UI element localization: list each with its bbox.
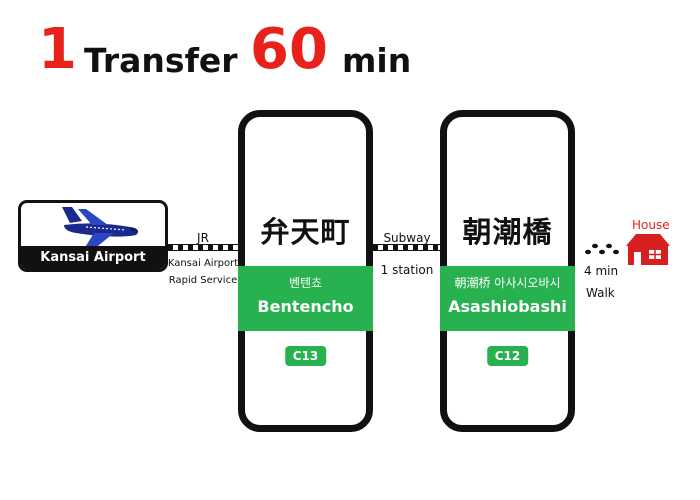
station-name-ja: 弁天町 (260, 215, 351, 249)
leg-subway-line: Subway (383, 231, 431, 245)
travel-time-value: 60 (250, 17, 328, 82)
station-name-ko: 벤텐쵸 (288, 276, 323, 290)
house-icon (626, 234, 670, 265)
footsteps-icon (585, 243, 619, 255)
station-name-band: 朝潮桥 아사시오바시 Asashiobashi (440, 266, 575, 331)
leg-subway-detail: 1 station (380, 263, 434, 277)
station-name-romaji: Bentencho (257, 297, 354, 316)
transfer-count: 1 (38, 17, 77, 82)
station-name-band: 벤텐쵸 Bentencho (238, 266, 373, 331)
walk-time: 4 min (584, 264, 619, 278)
station-code: C12 (486, 346, 529, 366)
origin-label: Kansai Airport (21, 246, 165, 269)
track-subway (373, 244, 441, 251)
track-jr (168, 244, 238, 251)
leg-jr-service-2: Rapid Service (168, 275, 238, 286)
travel-time-unit: min (342, 41, 412, 80)
transfer-label: Transfer (84, 41, 238, 80)
walk-mode: Walk (586, 286, 615, 300)
origin-card: Kansai Airport (18, 200, 168, 272)
destination-label: House (632, 218, 670, 232)
airplane-icon (62, 207, 138, 249)
leg-jr-line: JR (197, 231, 209, 245)
station-name-ko: 朝潮桥 아사시오바시 (454, 276, 561, 290)
station-code: C13 (284, 346, 327, 366)
station-asashiobashi: 朝潮橋 朝潮桥 아사시오바시 Asashiobashi C12 (440, 110, 575, 432)
leg-jr-service-1: Kansai Airport (167, 258, 239, 269)
station-name-romaji: Asashiobashi (448, 297, 567, 316)
station-bentencho: 弁天町 벤텐쵸 Bentencho C13 (238, 110, 373, 432)
station-name-ja: 朝潮橋 (462, 215, 553, 249)
